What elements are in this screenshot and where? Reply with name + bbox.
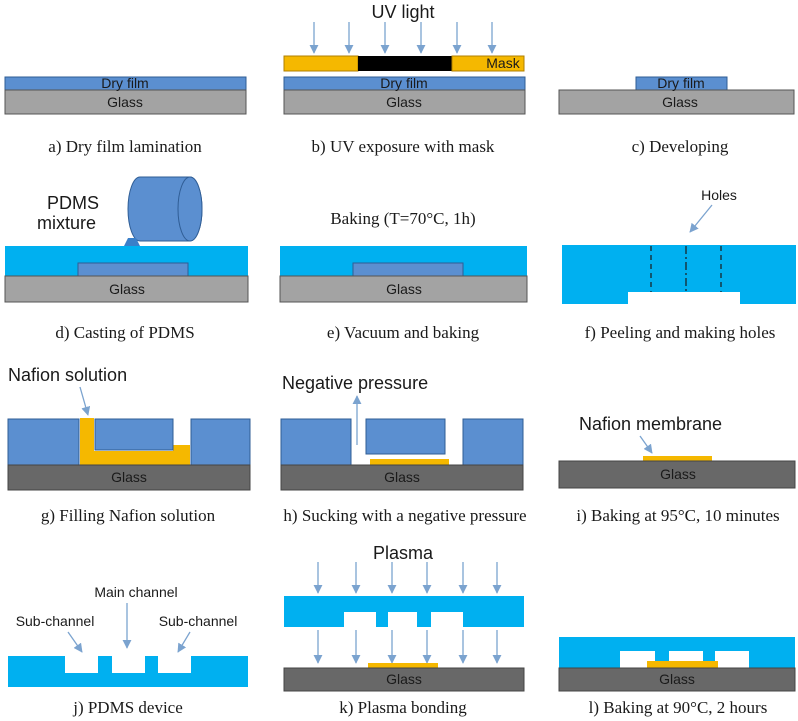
- pdms-label-line2: mixture: [37, 213, 96, 233]
- glass-label: Glass: [111, 469, 147, 485]
- glass-substrate: [7, 464, 251, 491]
- pdms-device: [8, 656, 248, 687]
- pdms-block-left: [7, 418, 80, 466]
- nafion-layer: [370, 459, 449, 465]
- panel-l: Glass l) Baking at 90°C, 2 hours: [558, 637, 796, 717]
- caption-e: e) Vacuum and baking: [327, 323, 480, 342]
- glass-substrate: [558, 89, 795, 115]
- panel-i: Nafion membrane Glass i) Baking at 95°C,…: [558, 414, 796, 525]
- pdms-block-center: [94, 418, 174, 451]
- pdms-dispenser-face: [177, 176, 203, 242]
- glass-substrate: [280, 464, 524, 491]
- caption-d: d) Casting of PDMS: [55, 323, 194, 342]
- caption-i: i) Baking at 95°C, 10 minutes: [576, 506, 779, 525]
- plasma-arrows-bottom: [313, 630, 502, 664]
- baking-label: Baking (T=70°C, 1h): [330, 209, 475, 228]
- caption-c: c) Developing: [632, 137, 729, 156]
- uv-light-label: UV light: [371, 2, 434, 22]
- pdms-nozzle: [124, 238, 140, 246]
- dry-film-label: Dry film: [101, 75, 148, 91]
- glass-label: Glass: [659, 671, 695, 687]
- caption-l: l) Baking at 90°C, 2 hours: [589, 698, 768, 717]
- holes-pointer: [689, 204, 713, 233]
- nafion-membrane-label: Nafion membrane: [579, 414, 722, 434]
- panel-f: Holes f) Peeling and making holes: [562, 187, 796, 342]
- panel-c: Dry film Glass c) Developing: [558, 75, 795, 156]
- dry-film-mold: [77, 262, 189, 277]
- dry-film-mold: [352, 262, 464, 277]
- plasma-label: Plasma: [373, 543, 434, 563]
- pdms-block-right: [190, 418, 251, 466]
- glass-label: Glass: [386, 671, 422, 687]
- glass-label: Glass: [386, 94, 422, 110]
- membrane-pointer: [639, 435, 653, 454]
- caption-j: j) PDMS device: [72, 698, 183, 717]
- panel-g: Nafion solution Glass g) Filling Nafion …: [7, 365, 251, 525]
- sub-channel-left-pointer: [67, 631, 83, 653]
- panel-a: Dry film Glass a) Dry film lamination: [4, 75, 247, 156]
- dry-film-label: Dry film: [657, 75, 704, 91]
- glass-substrate: [4, 275, 249, 303]
- pdms-peeled: [562, 245, 796, 304]
- negative-pressure-label: Negative pressure: [282, 373, 428, 393]
- uv-arrows: [309, 22, 497, 54]
- pdms-label-line1: PDMS: [47, 193, 99, 213]
- caption-b: b) UV exposure with mask: [312, 137, 495, 156]
- main-channel-label: Main channel: [94, 584, 177, 600]
- caption-f: f) Peeling and making holes: [585, 323, 776, 342]
- glass-label: Glass: [107, 94, 143, 110]
- panel-k: Plasma Glass k) Plasma bonding: [283, 543, 525, 717]
- pdms-block-left: [280, 418, 352, 466]
- plasma-arrows-top: [313, 562, 502, 594]
- glass-label: Glass: [109, 281, 145, 297]
- panel-h: Negative pressure Glass h) Sucking with …: [280, 373, 527, 525]
- caption-g: g) Filling Nafion solution: [41, 506, 216, 525]
- glass-label: Glass: [386, 281, 422, 297]
- dry-film-label: Dry film: [380, 75, 427, 91]
- pdms-block-right: [462, 418, 524, 466]
- glass-substrate: [558, 667, 796, 692]
- sub-channel-right-label: Sub-channel: [159, 613, 238, 629]
- caption-k: k) Plasma bonding: [339, 698, 467, 717]
- bonded-device: [559, 637, 795, 668]
- panel-b: UV light Mask Dry film Glass b) UV expos…: [283, 2, 526, 156]
- mask-right: [451, 55, 525, 72]
- glass-substrate: [558, 460, 796, 489]
- nafion-solution-label: Nafion solution: [8, 365, 127, 385]
- panel-j: Main channel Sub-channel Sub-channel j) …: [8, 584, 248, 717]
- sub-channel-right-pointer: [177, 631, 191, 653]
- mask-label: Mask: [486, 55, 520, 71]
- glass-substrate: [4, 89, 247, 115]
- panel-d: PDMS mixture Glass d) Casting of PDMS: [4, 176, 249, 342]
- nafion-membrane: [643, 456, 712, 461]
- pdms-block-center: [365, 418, 446, 455]
- glass-substrate: [279, 275, 528, 303]
- nafion-membrane: [368, 663, 438, 668]
- pdms-device-inverted: [284, 596, 524, 627]
- glass-substrate: [283, 667, 525, 692]
- sub-channel-left-label: Sub-channel: [16, 613, 95, 629]
- panel-e: Baking (T=70°C, 1h) Glass e) Vacuum and …: [279, 209, 528, 342]
- caption-h: h) Sucking with a negative pressure: [283, 506, 526, 525]
- nafion-membrane: [647, 661, 718, 668]
- holes-label: Holes: [701, 187, 737, 203]
- mask-left: [283, 55, 359, 72]
- nafion-pointer: [79, 386, 91, 416]
- glass-label: Glass: [662, 94, 698, 110]
- nafion-solution: [80, 418, 190, 465]
- mask-black: [358, 56, 452, 71]
- glass-label: Glass: [660, 466, 696, 482]
- caption-a: a) Dry film lamination: [48, 137, 202, 156]
- glass-label: Glass: [384, 469, 420, 485]
- glass-substrate: [283, 89, 526, 115]
